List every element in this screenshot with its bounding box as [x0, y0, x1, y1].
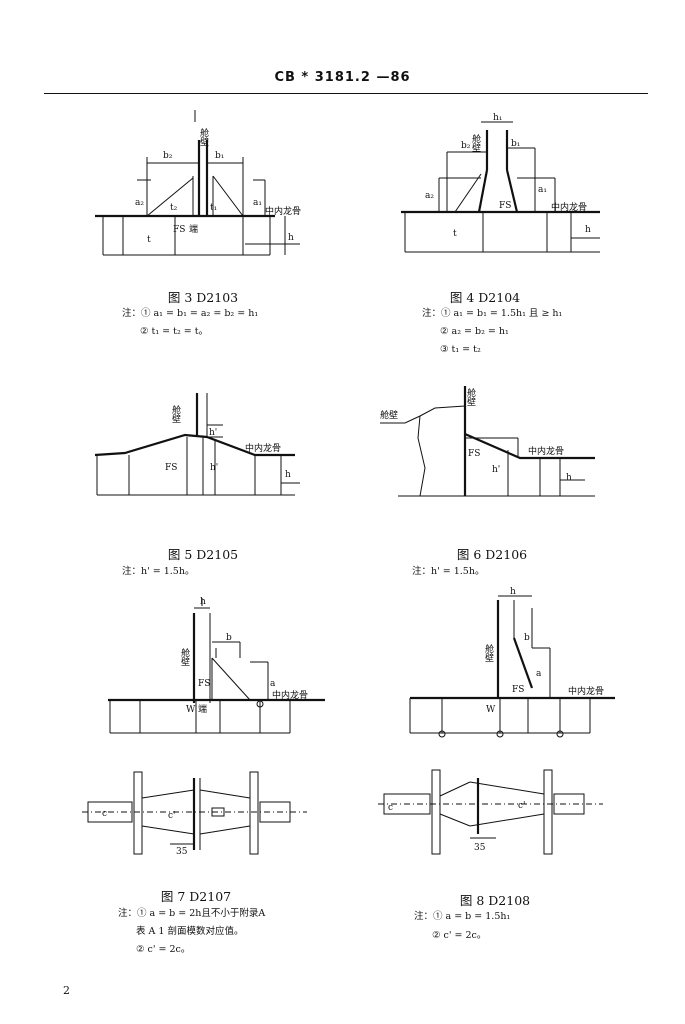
standard-code-header: CB * 3181.2 —86	[274, 70, 411, 85]
figure-6-drawing: 舱壁 舱壁 FS h' h 中内龙骨	[380, 386, 595, 497]
keel-flange-profile	[464, 432, 595, 460]
figure-8-caption: 图 8 D2108	[459, 893, 531, 908]
label-a1: a₁	[538, 185, 547, 195]
figure-3-note-1: 注：① a₁ = b₁ = a₂ = b₂ = h₁	[122, 308, 259, 319]
header-rule	[44, 93, 648, 94]
bracket-right	[212, 175, 244, 217]
flange-right	[543, 769, 553, 855]
label-h: h	[510, 587, 516, 597]
page-number: 2	[63, 984, 70, 997]
figure-5-drawing: 舱壁 h' FS h' h 中内龙骨	[94, 393, 300, 496]
flange-taper	[512, 637, 534, 689]
flange-right	[249, 771, 259, 855]
label-w: W	[186, 705, 196, 715]
label-keel: 中内龙骨	[528, 445, 564, 457]
label-keel: 中内龙骨	[272, 689, 308, 701]
label-hull: 舱壁	[380, 409, 398, 421]
label-dim: 35	[176, 847, 188, 857]
label-t: t	[453, 229, 457, 239]
figure-7-note-3: ② c' = 2c。	[136, 944, 191, 955]
label-wall: 舱壁	[198, 127, 209, 146]
flange-taper-left	[477, 169, 489, 213]
label-a2: a₂	[135, 198, 144, 208]
label-h: h	[585, 225, 591, 235]
label-fs: FS	[165, 463, 177, 473]
label-a: a	[536, 669, 542, 679]
figure-7-note-1: 注：① a = b = 2h且不小于附录A	[118, 908, 266, 919]
figure-6-caption: 图 6 D2106	[456, 547, 528, 562]
bracket	[211, 657, 251, 701]
bracket-left	[146, 177, 194, 217]
label-keel: 中内龙骨	[551, 201, 587, 213]
keel-flange-profile	[94, 433, 295, 457]
figure-3-drawing: 舱壁 b₂ b₁ a₂ a₁ t₂ t₁ FS 端 t h 中内龙骨	[95, 110, 301, 256]
figure-4-note-1: 注：① a₁ = b₁ = 1.5h₁ 且 ≥ h₁	[422, 308, 563, 319]
figure-7-caption: 图 7 D2107	[160, 889, 232, 904]
bracket-left	[454, 173, 482, 213]
figure-4-note-2: ② a₂ = b₂ = h₁	[440, 326, 509, 337]
label-b1: b₁	[215, 151, 224, 161]
label-w: W	[486, 705, 496, 715]
figure-4-drawing: 舱壁 h₁ b₂ b₁ a₂ a₁ FS t h 中内龙骨	[401, 113, 600, 253]
label-wall: 舱壁	[465, 387, 476, 406]
label-wall: 舱壁	[470, 133, 481, 152]
label-t: t	[147, 235, 151, 245]
flange-taper-right	[505, 169, 519, 213]
label-wall: 舱壁	[179, 647, 190, 666]
label-t2: t₂	[170, 203, 178, 213]
figure-8-plan: c c' 35	[378, 769, 603, 855]
figure-7-plan: c c' 35	[82, 771, 307, 857]
figure-3-note-2: ② t₁ = t₂ = t。	[140, 326, 209, 337]
label-a: a	[270, 679, 276, 689]
label-h: h	[566, 473, 572, 483]
label-keel: 中内龙骨	[245, 442, 281, 454]
label-a2: a₂	[425, 191, 434, 201]
label-hp2: h'	[210, 463, 218, 473]
label-keel: 中内龙骨	[265, 205, 301, 217]
label-side: 端	[189, 223, 198, 235]
label-fs: FS	[512, 685, 524, 695]
label-fs: FS	[468, 449, 480, 459]
label-h1: h₁	[493, 113, 502, 123]
label-b2: b₂	[461, 141, 471, 151]
label-side: 端	[198, 703, 207, 715]
label-dim: 35	[474, 843, 486, 853]
flange-left	[133, 771, 143, 855]
label-b: b	[226, 633, 232, 643]
label-keel: 中内龙骨	[568, 685, 604, 697]
label-c: c	[102, 809, 107, 819]
label-hp: h'	[209, 428, 217, 438]
figure-8-note-1: 注：① a = b = 1.5h₁	[414, 911, 511, 922]
figure-5-note-1: 注：h' = 1.5h。	[122, 566, 195, 577]
label-b: b	[524, 633, 530, 643]
label-a1: a₁	[253, 198, 262, 208]
label-wall: 舱壁	[170, 404, 181, 423]
label-fs: FS	[173, 225, 185, 235]
label-c2: c'	[518, 801, 526, 811]
figure-8-drawing: h b a 舱壁 FS W 中内龙骨	[409, 587, 615, 738]
label-h: h	[285, 470, 291, 480]
label-fs: FS	[499, 201, 511, 211]
label-t1: t₁	[210, 203, 217, 213]
label-wall: 舱壁	[483, 643, 494, 662]
figure-4-note-3: ③ t₁ = t₂	[440, 344, 481, 355]
figure-7-drawing: h b a 舱壁 FS W 端 中内龙骨	[108, 597, 325, 734]
figure-6-note-1: 注：h' = 1.5h。	[412, 566, 485, 577]
label-b2: b₂	[163, 151, 173, 161]
figure-3-caption: 图 3 D2103	[167, 290, 239, 305]
label-b1: b₁	[511, 139, 520, 149]
figure-5-caption: 图 5 D2105	[167, 547, 239, 562]
label-hp: h'	[492, 465, 500, 475]
label-h: h	[200, 597, 206, 607]
flange-left	[431, 769, 441, 855]
label-c2: c'	[168, 811, 176, 821]
figure-8-note-2: ② c' = 2c。	[432, 930, 487, 941]
label-h: h	[288, 233, 294, 243]
figure-4-caption: 图 4 D2104	[449, 290, 521, 305]
label-c: c	[388, 803, 393, 813]
label-fs: FS	[198, 679, 210, 689]
figure-7-note-2: 表 A 1 剖面模数对应值。	[136, 926, 244, 937]
